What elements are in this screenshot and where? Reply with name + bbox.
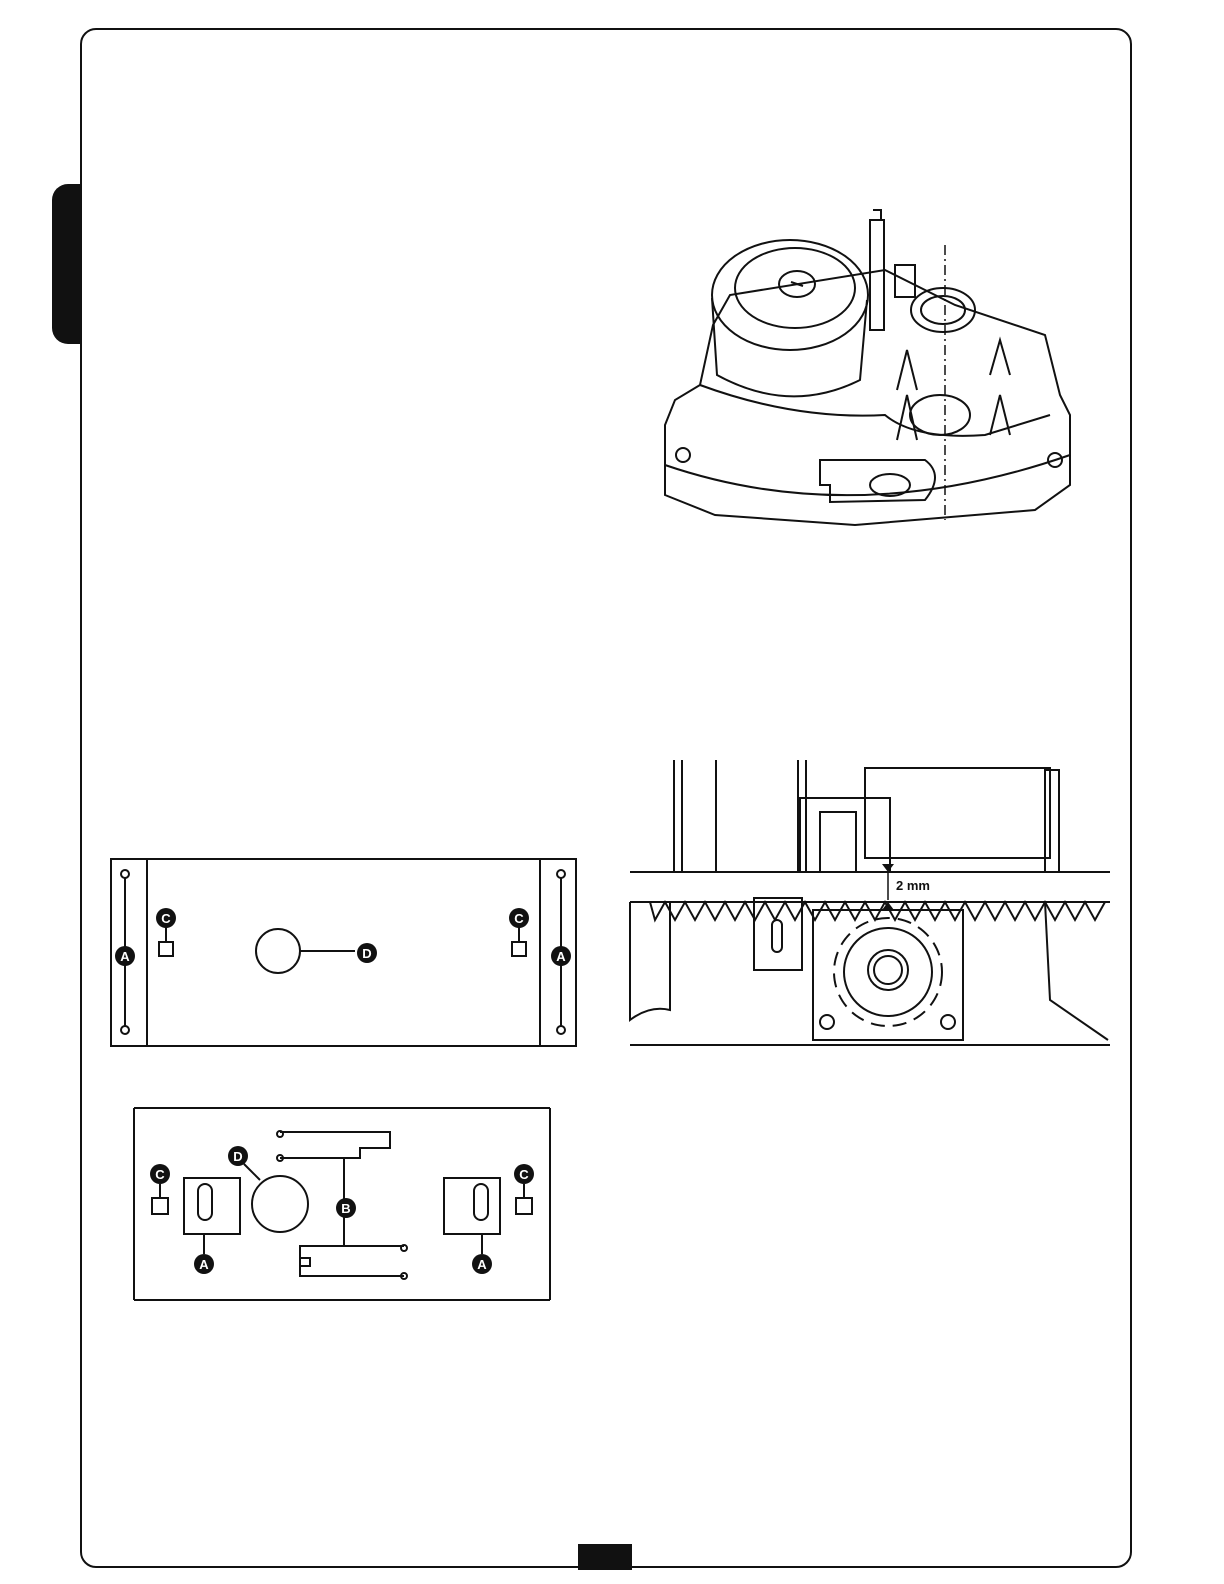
language-side-tab bbox=[52, 184, 82, 344]
operator-unit-drawing bbox=[655, 210, 1075, 530]
svg-text:A: A bbox=[556, 949, 566, 964]
callout-a-left: A bbox=[115, 946, 135, 966]
svg-text:D: D bbox=[233, 1149, 242, 1164]
callout-b: B bbox=[336, 1198, 356, 1218]
svg-text:A: A bbox=[199, 1257, 209, 1272]
page-number-tab bbox=[578, 1544, 632, 1570]
svg-text:B: B bbox=[341, 1201, 350, 1216]
callout-d: D bbox=[228, 1146, 248, 1166]
pinion-rack-drawing: 2 mm bbox=[630, 760, 1110, 1055]
callout-c-right: C bbox=[514, 1164, 534, 1184]
callout-d: D bbox=[357, 943, 377, 963]
svg-text:C: C bbox=[161, 911, 171, 926]
gap-dimension-label: 2 mm bbox=[896, 878, 930, 893]
callout-c-right: C bbox=[509, 908, 529, 928]
svg-text:C: C bbox=[155, 1167, 165, 1182]
callout-c-left: C bbox=[156, 908, 176, 928]
callout-a-right: A bbox=[472, 1254, 492, 1274]
callout-c-left: C bbox=[150, 1164, 170, 1184]
svg-text:A: A bbox=[120, 949, 130, 964]
callout-a-right: A bbox=[551, 946, 571, 966]
foundation-plate-bottom-drawing: C C D B A A bbox=[132, 1106, 552, 1302]
callout-a-left: A bbox=[194, 1254, 214, 1274]
svg-text:C: C bbox=[519, 1167, 529, 1182]
svg-text:A: A bbox=[477, 1257, 487, 1272]
svg-text:D: D bbox=[362, 946, 371, 961]
svg-text:C: C bbox=[514, 911, 524, 926]
foundation-plate-top-drawing: A A C C D bbox=[110, 858, 578, 1048]
